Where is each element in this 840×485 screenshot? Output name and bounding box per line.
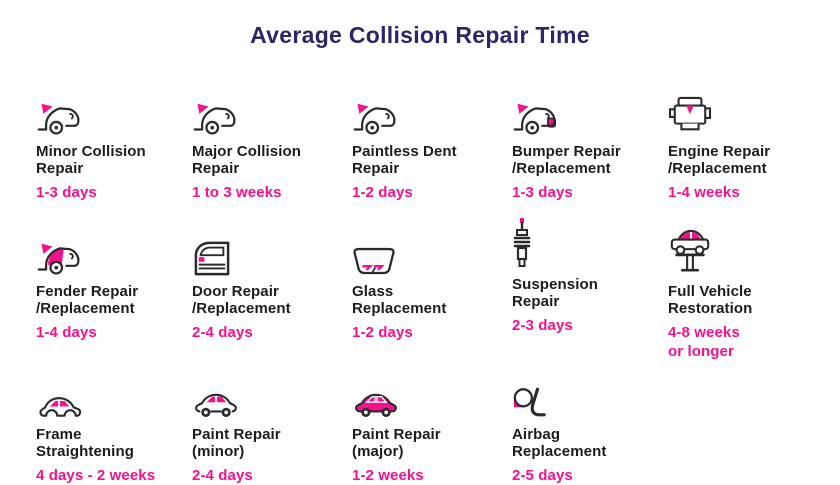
repair-duration: 4 days - 2 weeks [36, 467, 156, 484]
repair-item: Full Vehicle Restoration 4-8 weeks or lo… [668, 229, 828, 379]
repair-item: Major Collision Repair 1 to 3 weeks [192, 96, 352, 236]
repair-title: Frame Straightening [36, 426, 134, 460]
repair-item: Engine Repair /Replacement 1-4 weeks [668, 96, 828, 236]
repair-duration: 1-2 weeks [352, 467, 424, 484]
repair-item: Frame Straightening 4 days - 2 weeks [36, 379, 192, 485]
repair-title: Door Repair /Replacement [192, 283, 291, 317]
repair-duration: 2-5 days [512, 467, 573, 484]
repair-title: Major Collision Repair [192, 143, 302, 177]
repair-title: Suspension Repair [512, 276, 599, 310]
repair-duration: 2-3 days [512, 317, 573, 334]
repair-item: Paint Repair (minor) 2-4 days [192, 379, 352, 485]
repair-duration: 1 to 3 weeks [192, 184, 282, 201]
repair-duration: 1-3 days [36, 184, 97, 201]
car-lift-icon [668, 229, 820, 276]
repair-duration: 2-4 days [192, 324, 253, 341]
repair-item: Paint Repair (major) 1-2 weeks [352, 379, 512, 485]
repair-item: Suspension Repair 2-3 days [512, 218, 668, 372]
repair-duration: 1-2 days [352, 184, 413, 201]
airbag-seat-icon [512, 379, 660, 419]
fender-car-icon [36, 236, 184, 276]
repair-item: Minor Collision Repair 1-3 days [36, 96, 192, 236]
repair-title: Minor Collision Repair [36, 143, 146, 177]
repair-duration: 2-4 days [192, 467, 253, 484]
windshield-icon [352, 236, 504, 276]
repair-title: Full Vehicle Restoration [668, 283, 753, 317]
repair-title: Engine Repair /Replacement [668, 143, 771, 177]
repair-duration: 1-2 days [352, 324, 413, 341]
repair-duration: 1-4 weeks [668, 184, 740, 201]
car-frame-icon [36, 379, 184, 419]
paint-car-minor-icon [192, 379, 344, 419]
repair-item: Door Repair /Replacement 2-4 days [192, 236, 352, 379]
suspension-strut-icon [512, 218, 660, 269]
repair-title: Bumper Repair /Replacement [512, 143, 621, 177]
page-title: Average Collision Repair Time [250, 22, 590, 48]
repair-title: Airbag Replacement [512, 426, 607, 460]
bumper-car-icon [512, 96, 660, 136]
engine-icon [668, 96, 820, 136]
repair-item: Airbag Replacement 2-5 days [512, 379, 668, 485]
car-door-icon [192, 236, 344, 276]
repair-title: Paint Repair (major) [352, 426, 441, 460]
repair-title: Fender Repair /Replacement [36, 283, 139, 317]
repair-duration: 4-8 weeks or longer [668, 324, 740, 360]
repair-duration: 1-3 days [512, 184, 573, 201]
repair-item: Glass Replacement 1-2 days [352, 236, 512, 379]
repair-duration: 1-4 days [36, 324, 97, 341]
repair-title: Paint Repair (minor) [192, 426, 281, 460]
repair-item: Paintless Dent Repair 1-2 days [352, 96, 512, 236]
collision-car-icon [192, 96, 344, 136]
dent-car-icon [352, 96, 504, 136]
repair-items-grid: Minor Collision Repair 1-3 days Major Co… [36, 96, 828, 485]
paint-car-major-icon [352, 379, 504, 419]
collision-car-icon [36, 96, 184, 136]
repair-title: Glass Replacement [352, 283, 447, 317]
repair-item: Fender Repair /Replacement 1-4 days [36, 236, 192, 379]
repair-item: Bumper Repair /Replacement 1-3 days [512, 96, 668, 236]
repair-title: Paintless Dent Repair [352, 143, 457, 177]
